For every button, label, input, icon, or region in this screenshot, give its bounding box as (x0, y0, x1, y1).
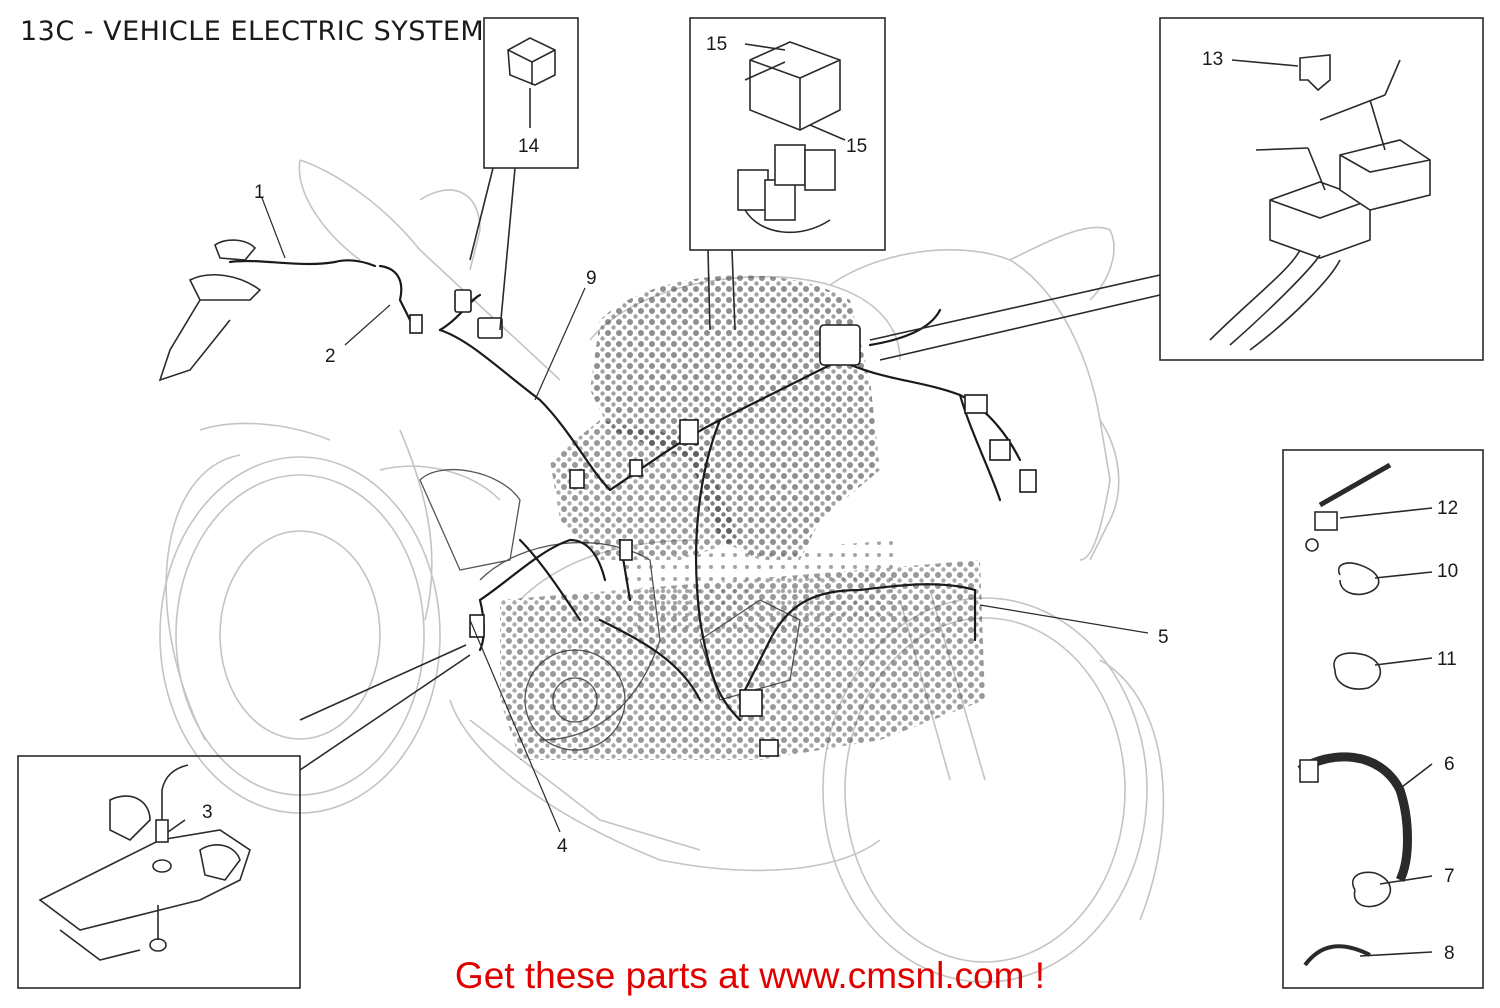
callout-15-top: 15 (706, 34, 727, 55)
callout-6: 6 (1444, 754, 1455, 775)
callout-11: 11 (1437, 649, 1457, 670)
inset-box-14 (469, 17, 579, 331)
callout-5: 5 (1158, 627, 1169, 648)
tail-light-bracket (158, 239, 262, 382)
promo-banner-link[interactable]: Get these parts at www.cmsnl.com ! (454, 955, 1046, 996)
harness-connectors (409, 289, 1037, 757)
callout-2: 2 (325, 346, 336, 367)
highlighted-harness-area (500, 275, 985, 760)
inset-box-3 (17, 644, 471, 989)
callout-13: 13 (1202, 49, 1223, 70)
callout-12: 12 (1437, 498, 1458, 519)
callout-7: 7 (1444, 866, 1455, 887)
page-title: 13C - VEHICLE ELECTRIC SYSTEM (20, 16, 485, 47)
callout-3: 3 (202, 802, 213, 823)
callout-15-bottom: 15 (846, 136, 867, 157)
callout-9: 9 (586, 268, 597, 289)
callout-1: 1 (254, 182, 265, 203)
callout-4: 4 (557, 836, 568, 857)
callout-14: 14 (518, 136, 540, 157)
inset-box-13 (869, 17, 1484, 361)
inset-box-hardware (1282, 449, 1484, 989)
callout-8: 8 (1444, 943, 1455, 964)
callout-10: 10 (1437, 561, 1458, 582)
inset-box-15 (689, 17, 886, 331)
leader-lines (261, 197, 1149, 833)
